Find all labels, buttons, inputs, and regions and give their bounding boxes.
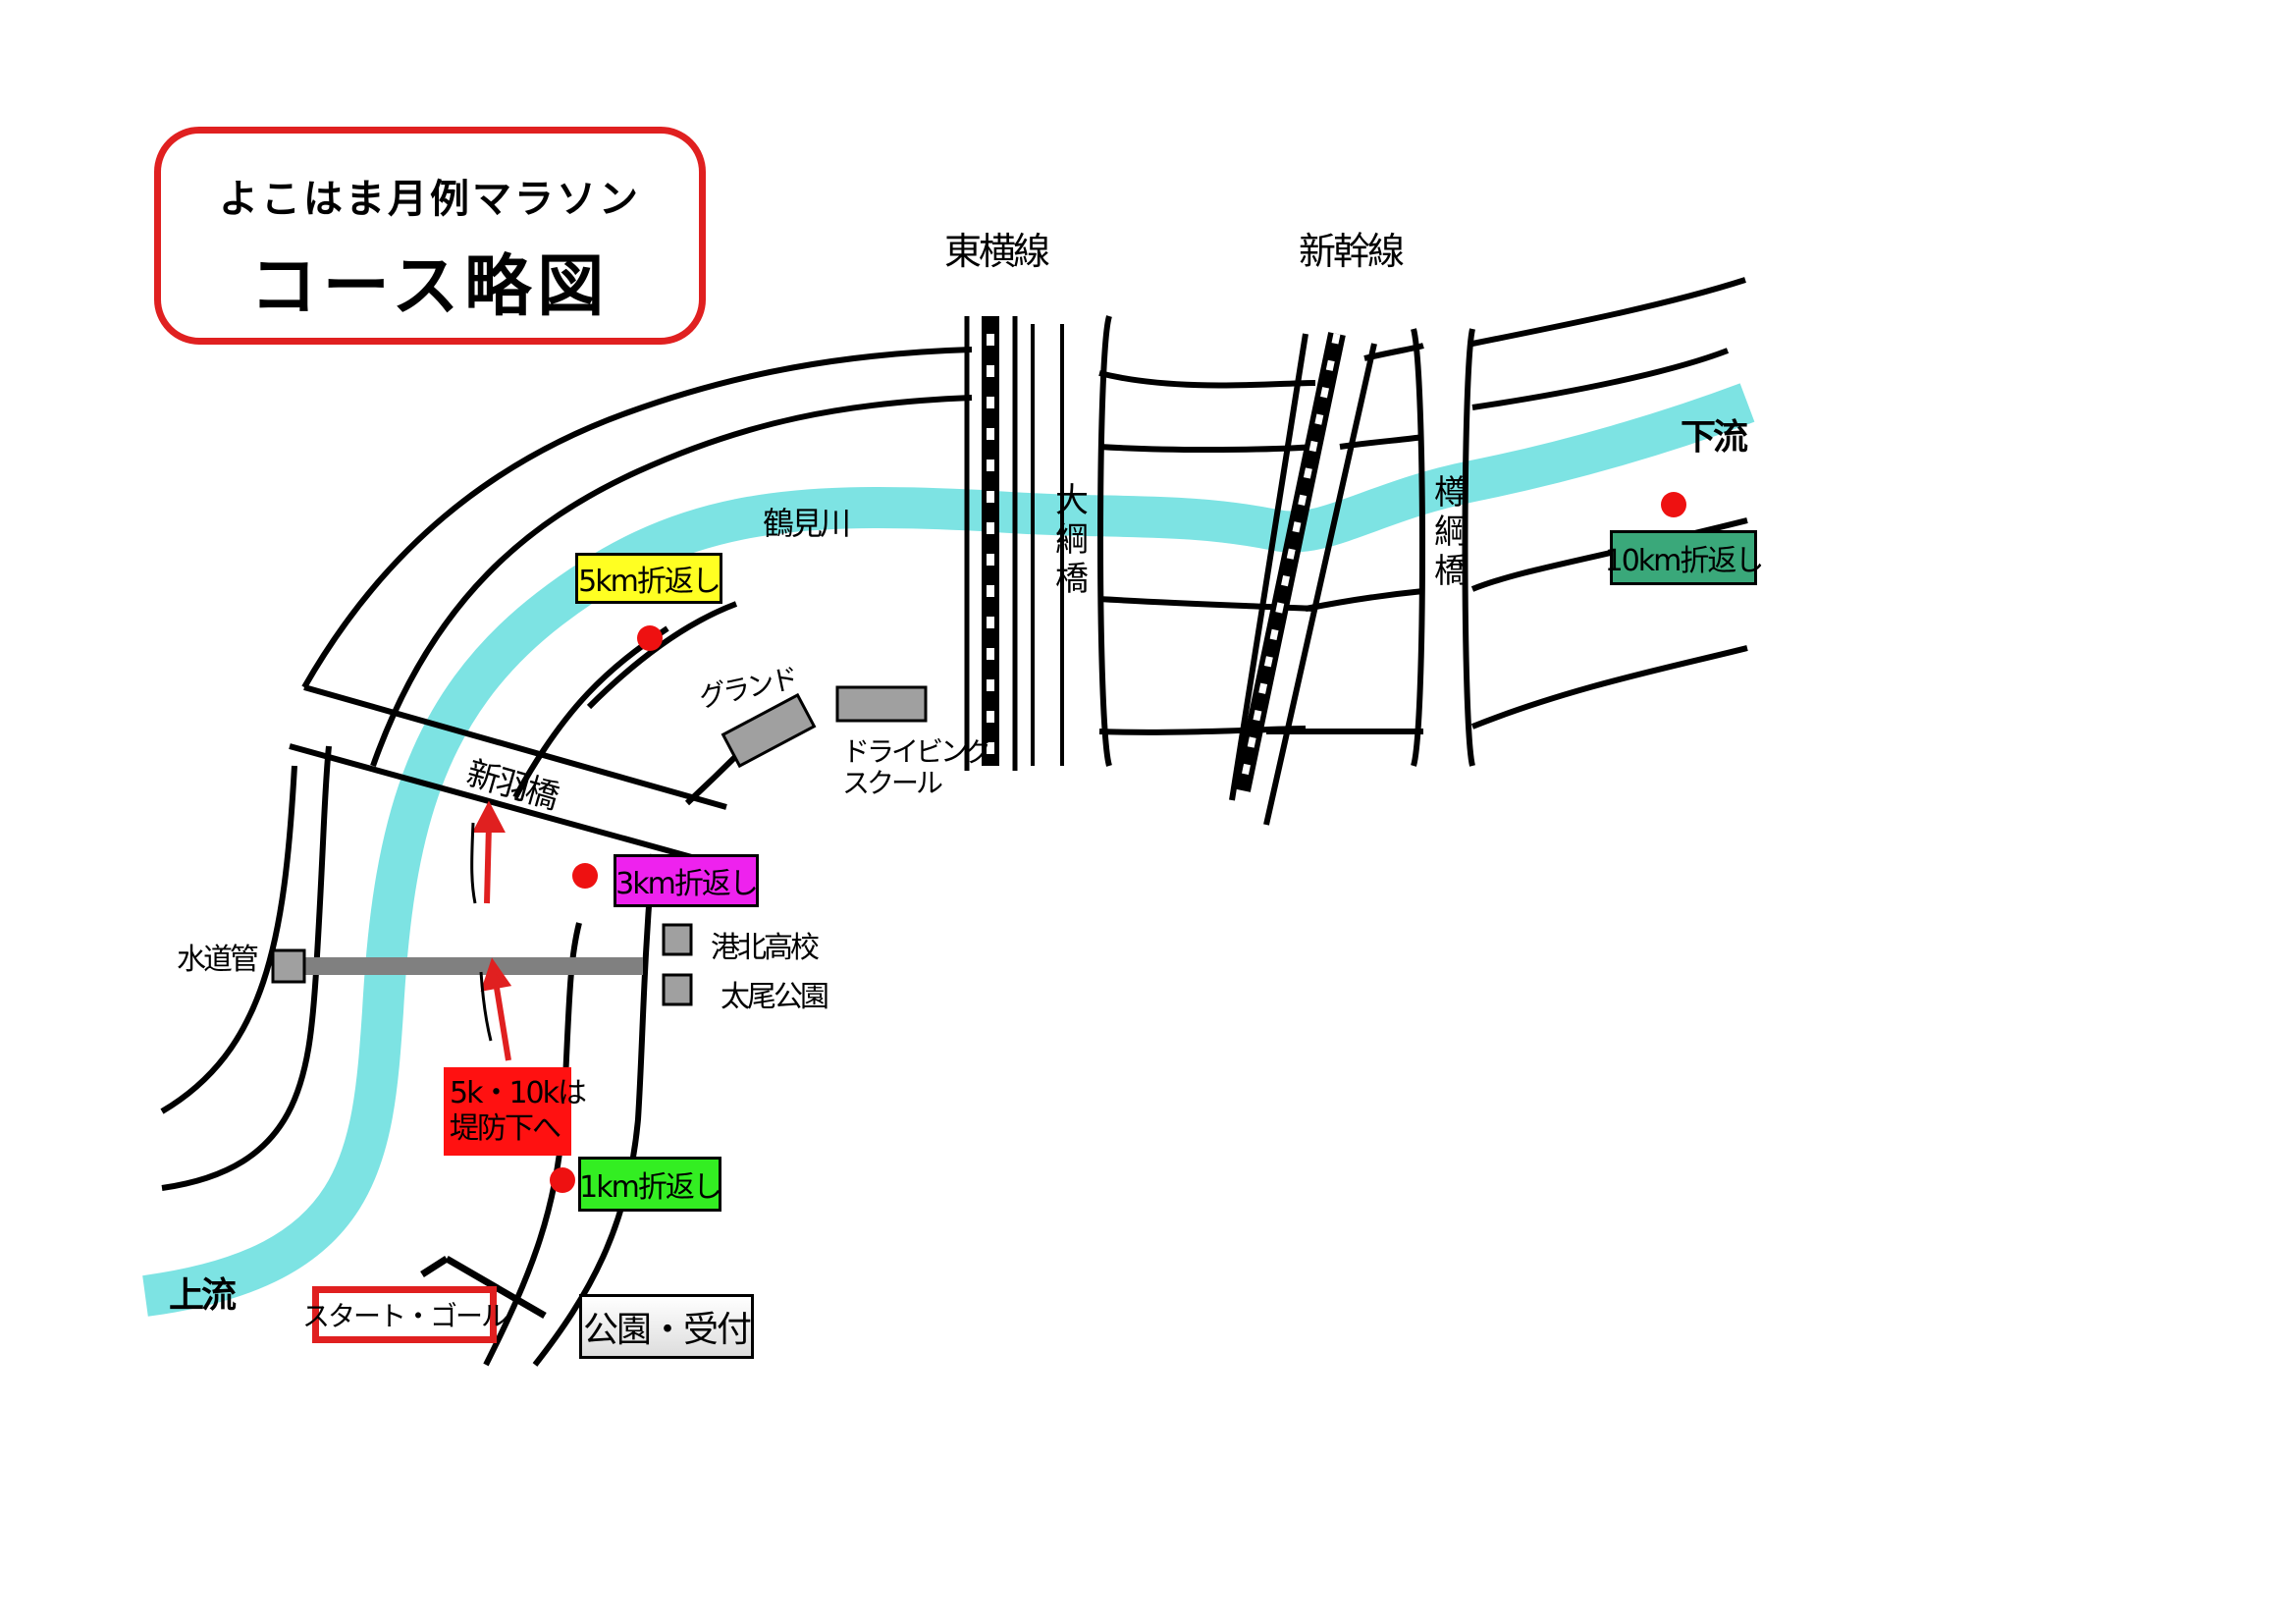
oo-park-building: [662, 973, 693, 1006]
toyoko-railway: [964, 316, 1064, 771]
title-box: よこはま月例マラソン コース略図: [154, 127, 706, 345]
title-subtitle: よこはま月例マラソン: [219, 177, 641, 222]
note-5k-10k-below-embankment: 5k・10kは 堤防下へ: [444, 1067, 587, 1156]
title-main: コース略図: [249, 248, 611, 326]
driving-school-building: [835, 685, 928, 723]
marker-5km: [637, 625, 663, 651]
label-water-pipe: 水道管: [177, 943, 259, 977]
label-ootsuna-bridge: 大綱橋: [1055, 481, 1089, 599]
label-tsurumi-river: 鶴見川: [763, 505, 851, 542]
checkpoint-3km-turn: 3km折返し: [614, 854, 759, 907]
label-toyoko-line: 東横線: [944, 230, 1050, 273]
start-goal-box: スタート・ゴール: [302, 1286, 508, 1343]
label-upstream: 上流: [169, 1275, 237, 1316]
route-arrows: [472, 800, 512, 1061]
label-downstream: 下流: [1681, 417, 1748, 458]
label-oo-park: 太尾公園: [721, 980, 829, 1014]
checkpoint-5km-turn: 5km折返し: [575, 553, 722, 604]
checkpoint-10km-turn: 10km折返し: [1605, 530, 1764, 585]
marker-10km: [1661, 492, 1686, 517]
tsurumi-river: [142, 383, 1755, 1317]
kohoku-high-building: [662, 923, 693, 956]
water-pipe: [294, 957, 643, 975]
park-reception-box: 公園・受付: [579, 1294, 754, 1359]
bridge-lines: [1097, 315, 1475, 767]
marker-3km: [572, 863, 598, 889]
label-driving-school: ドライビング スクール: [842, 735, 992, 799]
path-guides: [470, 822, 493, 1042]
ground-building: [721, 692, 817, 769]
label-shinkansen: 新幹線: [1299, 230, 1405, 273]
water-pipe-end: [271, 948, 306, 984]
marker-1km: [550, 1167, 575, 1193]
shinhane-bridge-shape: [289, 684, 727, 867]
label-kohoku-high: 港北高校: [711, 931, 820, 965]
shinkansen-railway: [1229, 332, 1377, 826]
label-taru-tsuna-bridge: 樽綱橋: [1434, 473, 1468, 591]
checkpoint-markers: [550, 492, 1686, 1193]
checkpoint-1km-turn: 1km折返し: [578, 1157, 722, 1212]
